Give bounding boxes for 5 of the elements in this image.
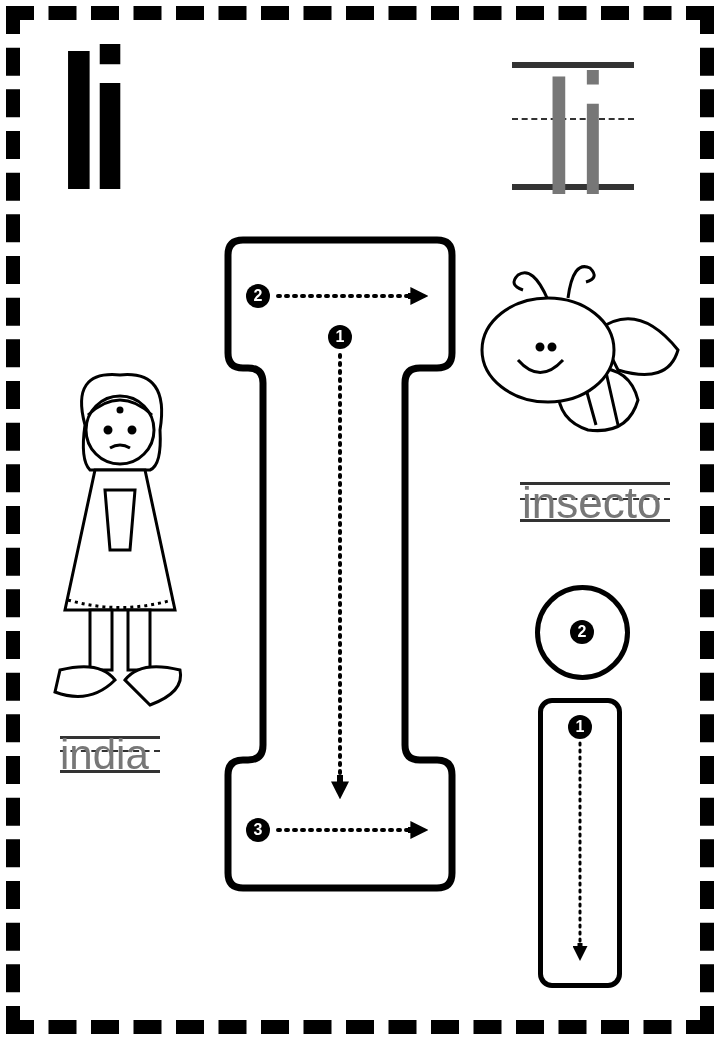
- dot-outline: [535, 585, 630, 680]
- step-number: 2: [570, 620, 594, 644]
- stem-outline: [538, 698, 622, 988]
- title: Ii: [58, 20, 121, 220]
- step-number: 1: [568, 715, 592, 739]
